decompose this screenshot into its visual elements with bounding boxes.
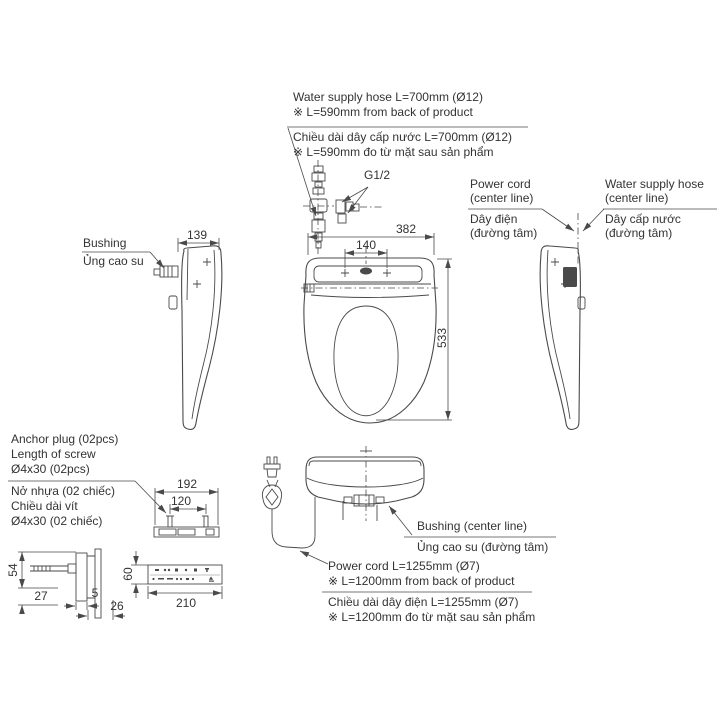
label-anchor-plug-vi2: Chiều dài vít	[11, 499, 78, 513]
label-power-cord-bottom-en2: ※ L=1200mm from back of product	[328, 574, 515, 588]
side-view-left	[153, 238, 223, 431]
dim-bracket-offset: 27	[34, 589, 48, 603]
label-power-cord-bottom-vi1: Chiều dài dây điện L=1255mm (Ø7)	[328, 595, 519, 609]
dim-remote-height: 60	[121, 567, 135, 581]
mounting-plate-front	[153, 488, 220, 538]
side-view-right	[539, 213, 586, 431]
label-water-supply-top-vi2: ※ L=590mm đo từ mặt sau sản phẩm	[293, 145, 494, 159]
plan-view	[301, 233, 452, 424]
label-bushing-centerline-vi: Ủng cao su (đường tâm)	[417, 540, 549, 554]
rear-view	[305, 446, 425, 521]
dim-remote-width: 210	[175, 596, 197, 610]
label-anchor-plug-vi1: Nở nhựa (02 chiếc)	[11, 484, 115, 498]
leader-lines	[134, 127, 605, 565]
label-power-cord-centerline-vi1: Dây điện	[470, 212, 518, 226]
bracket-side-view	[18, 548, 125, 620]
dim-side-view-depth: 139	[186, 228, 208, 242]
label-power-cord-bottom-en1: Power cord L=1255mm (Ø7)	[328, 559, 480, 573]
label-anchor-plug-en1: Anchor plug (02pcs)	[11, 432, 119, 446]
label-water-supply-top-en1: Water supply hose L=700mm (Ø12)	[293, 90, 483, 104]
label-anchor-plug-en3: Ø4x30 (02pcs)	[11, 462, 90, 476]
label-water-supply-top-en2: ※ L=590mm from back of product	[293, 105, 473, 119]
label-water-hose-centerline-en2: (center line)	[605, 191, 669, 205]
dim-seat-overall-width: 382	[395, 222, 417, 236]
power-plug	[261, 456, 316, 549]
dim-mounting-hole-pitch: 140	[355, 238, 377, 252]
label-power-cord-centerline-vi2: (đường tâm)	[470, 226, 538, 240]
label-power-cord-centerline-en2: (center line)	[470, 191, 534, 205]
label-water-hose-centerline-vi1: Dây cấp nước	[605, 212, 681, 226]
label-water-hose-centerline-vi2: (đường tâm)	[605, 226, 673, 240]
label-power-cord-centerline-en1: Power cord	[470, 177, 531, 191]
label-water-supply-top-vi1: Chiều dài dây cấp nước L=700mm (Ø12)	[293, 130, 513, 144]
label-anchor-plug-vi3: Ø4x30 (02 chiếc)	[11, 514, 103, 528]
label-bushing-side-en: Bushing	[83, 236, 127, 250]
dim-bracket-depth: 26	[110, 599, 124, 613]
remote-control	[131, 551, 223, 599]
label-separator-lines	[8, 126, 717, 593]
dim-base-plate-width: 192	[176, 477, 198, 491]
label-anchor-plug-en2: Length of screw	[11, 447, 96, 461]
dim-bracket-height: 54	[6, 563, 20, 577]
dim-bracket-plate-thickness: 5	[91, 586, 99, 600]
hose-fittings	[303, 160, 383, 256]
dim-base-plate-hole-pitch: 120	[170, 494, 192, 508]
remote-control-buttons	[152, 568, 214, 582]
dim-seat-overall-length: 533	[435, 327, 449, 349]
label-water-hose-centerline-en1: Water supply hose	[605, 177, 704, 191]
label-bushing-centerline-en: Bushing (center line)	[417, 519, 528, 533]
label-bushing-side-vi: Ủng cao su	[83, 254, 144, 268]
label-power-cord-bottom-vi2: ※ L=1200mm đo từ mặt sau sản phẩm	[328, 610, 536, 624]
label-thread-size: G1/2	[364, 168, 391, 182]
